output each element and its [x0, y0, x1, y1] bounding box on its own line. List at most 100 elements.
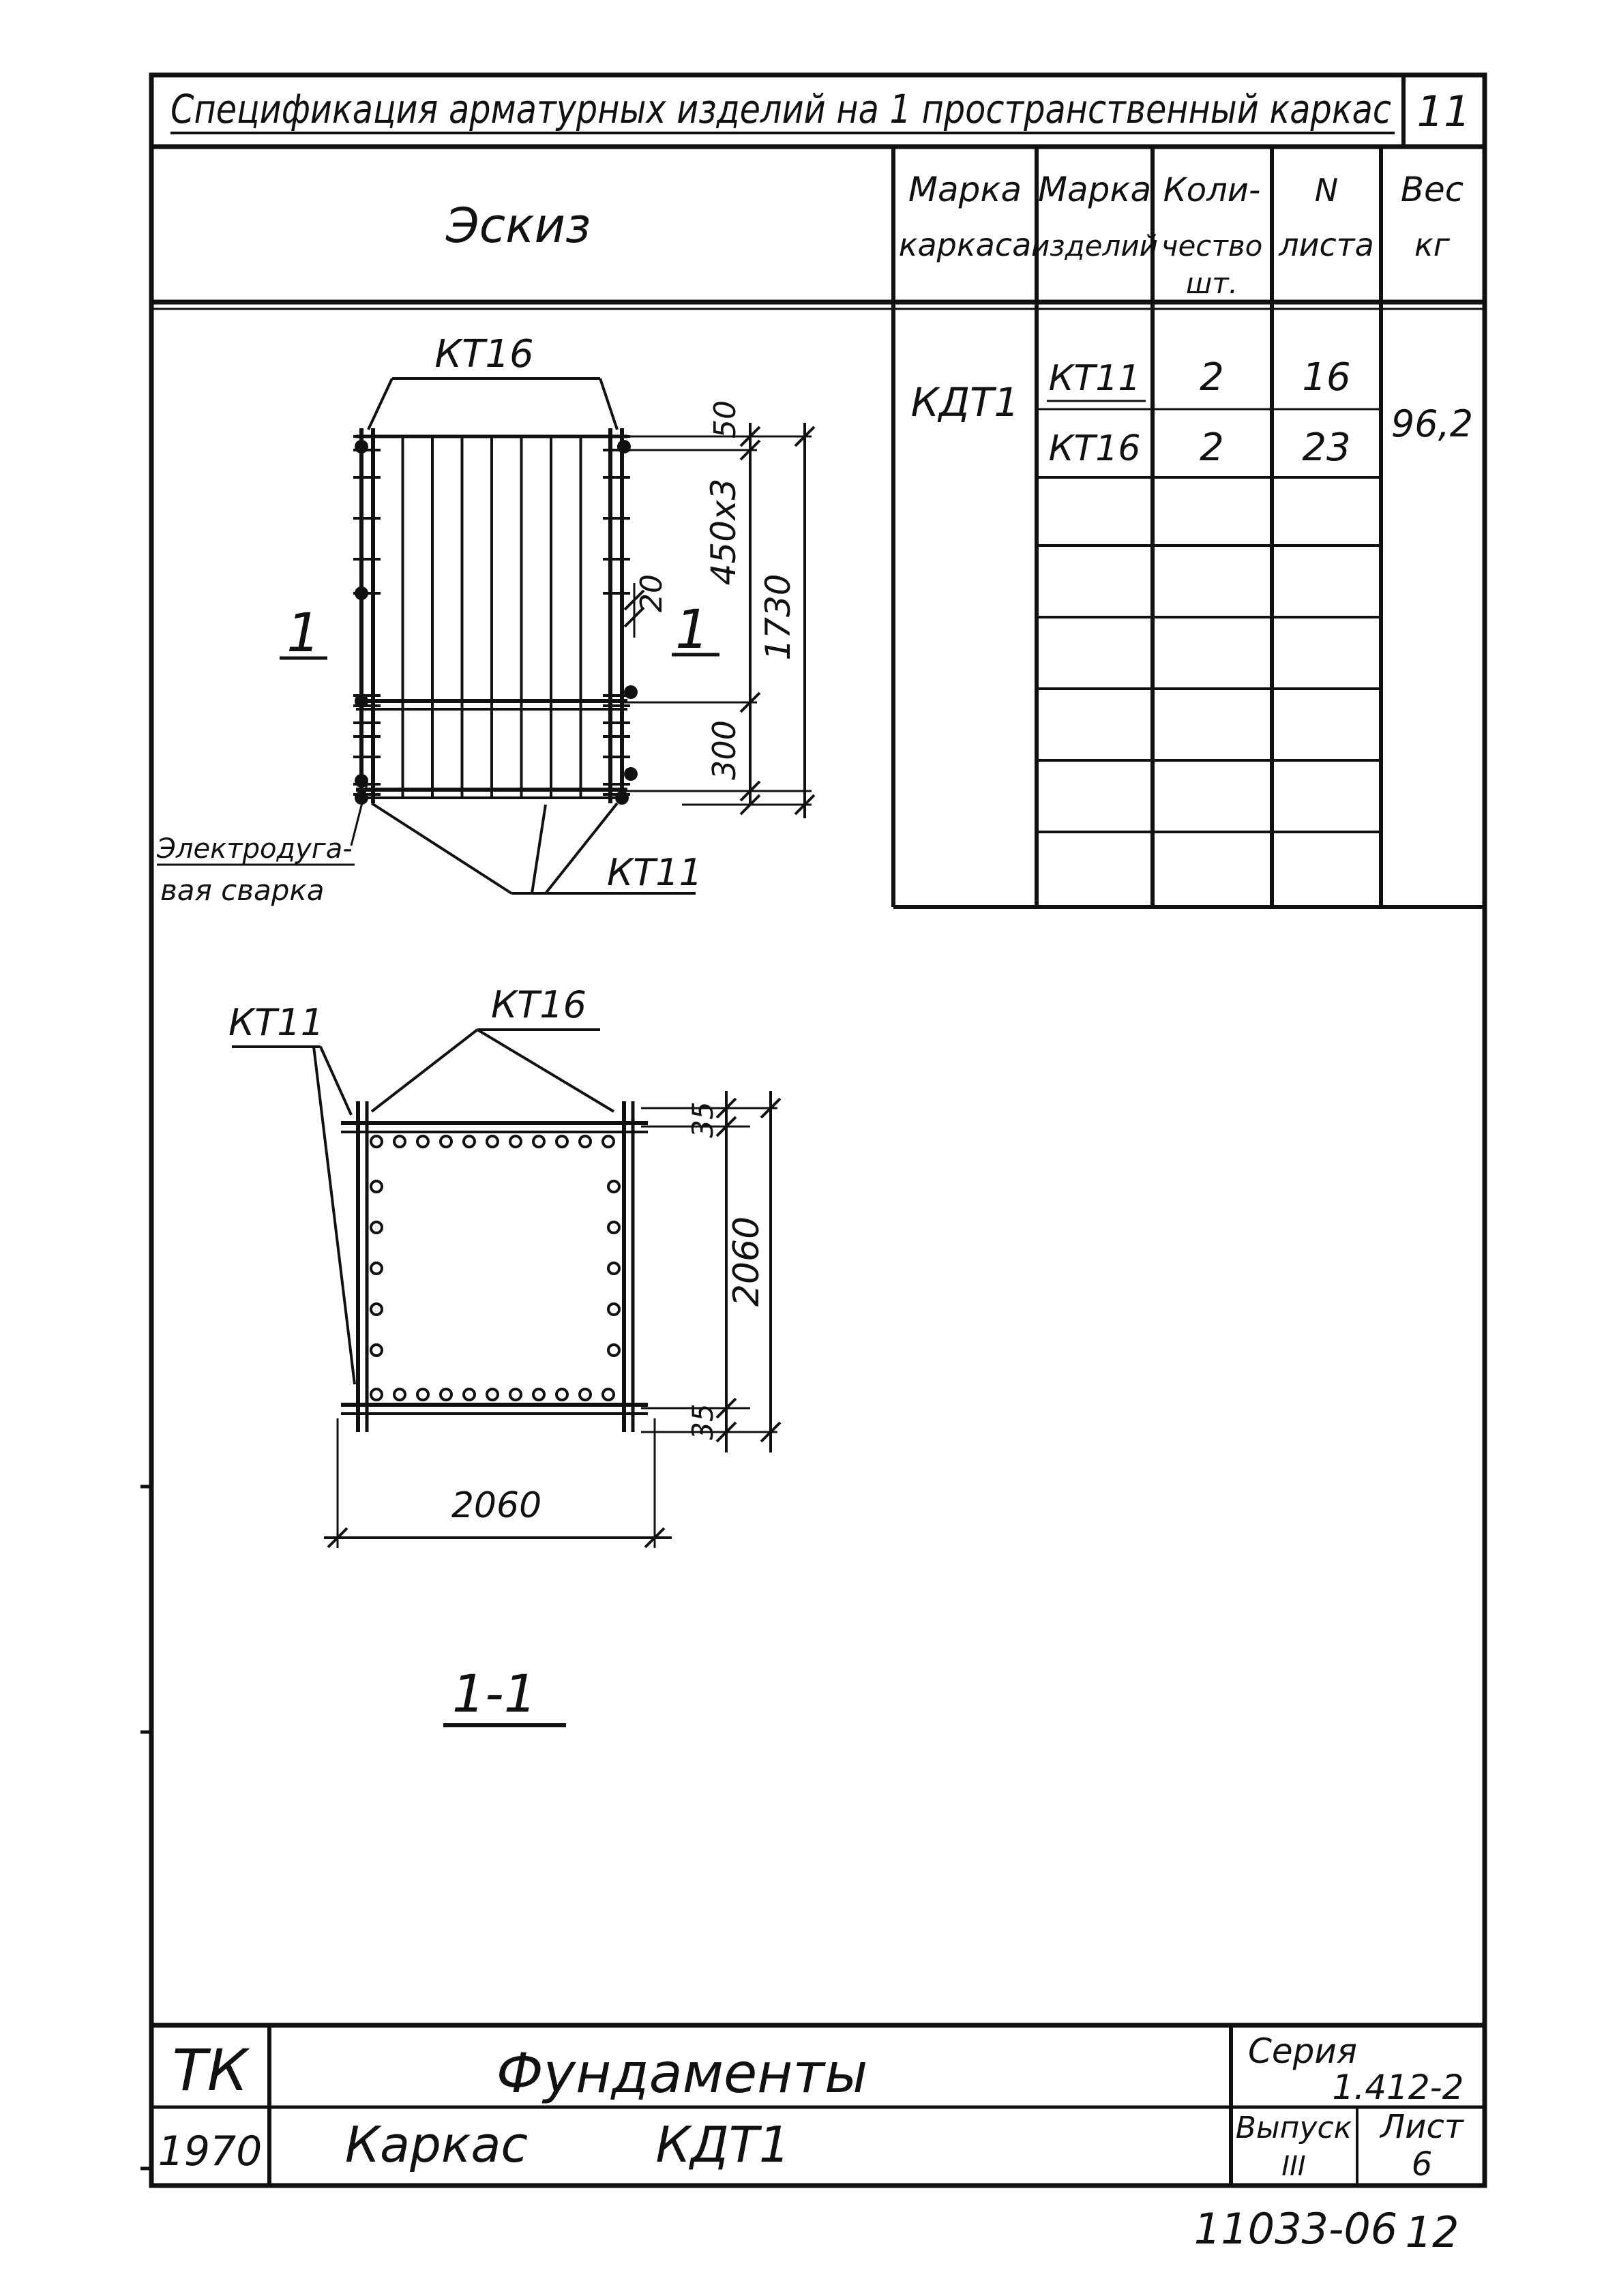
leader-kt11-a: [370, 802, 513, 895]
cell-item-2: КТ16: [1049, 428, 1141, 469]
sec-dim-tick: [760, 1421, 782, 1443]
welding-note-1: Электродуга-: [156, 833, 353, 865]
frame-inner-bars: [401, 436, 582, 798]
cell-item-1: КТ11: [1049, 358, 1141, 399]
leader-kt11-b: [531, 804, 547, 894]
rebar: [370, 1388, 383, 1401]
dim-tick: [739, 794, 761, 816]
rebar: [532, 1135, 546, 1148]
col-sheet-no-1: N: [1315, 172, 1338, 209]
sec-dim-tick: [715, 1116, 737, 1137]
welding-note-2: вая сварка: [160, 874, 324, 907]
elevation-dimensions: 50 450x3 1730 20 300: [623, 400, 816, 818]
section-rebars: [370, 1135, 621, 1401]
col-item-mark-2: изделий: [1031, 229, 1158, 263]
rebar: [486, 1388, 499, 1401]
dim-tick: [739, 780, 761, 802]
weld-dot: [355, 440, 368, 453]
weld-dot: [355, 586, 368, 600]
footer-doc-number: 11033-06: [1194, 2204, 1398, 2254]
dim-tick: [794, 426, 816, 447]
rebar: [555, 1388, 569, 1401]
section-dimensions: 35 2060 35 2060: [324, 1091, 782, 1549]
rebar: [607, 1262, 621, 1275]
rebar: [486, 1135, 499, 1148]
weld-dot: [624, 685, 638, 699]
col-quantity-2: чество: [1161, 229, 1263, 263]
header-page-number: 11: [1417, 87, 1471, 136]
sec-dim-tick: [760, 1097, 782, 1119]
dim-tick: [623, 589, 645, 611]
sec-dim-width-text: 2060: [451, 1485, 541, 1526]
col-frame-mark-2: каркаса: [899, 226, 1032, 263]
tb-series-label: Серия: [1248, 2031, 1357, 2071]
tb-year: 1970: [158, 2128, 263, 2175]
col-weight-1: Вес: [1401, 170, 1464, 209]
col-sheet-no-2: листа: [1278, 226, 1374, 263]
cell-weight: 96,2: [1391, 402, 1473, 445]
dim-small-text: 20: [634, 574, 669, 612]
tb-sheet-label: Лист: [1379, 2108, 1465, 2146]
sec-dim-height-text: 2060: [726, 1217, 767, 1307]
dim-overall-text: 1730: [758, 573, 798, 660]
rebar: [416, 1388, 430, 1401]
rebar: [370, 1302, 383, 1316]
rebar: [509, 1135, 522, 1148]
dim-tick: [739, 439, 761, 461]
rebar: [607, 1302, 621, 1316]
table-row: КТ16 2 23: [1049, 426, 1351, 470]
rebar: [439, 1135, 453, 1148]
rebar: [578, 1388, 592, 1401]
rebar: [370, 1180, 383, 1193]
sec-leader-kt16-a: [370, 1028, 479, 1113]
rebar: [532, 1388, 546, 1401]
section-marker-left: 1: [286, 603, 321, 664]
tb-issue-value: III: [1281, 2151, 1305, 2182]
rebar: [607, 1180, 621, 1193]
header-title: Спецификация арматурных изделий на 1 про…: [170, 86, 1391, 132]
rebar: [462, 1135, 476, 1148]
rebar: [370, 1343, 383, 1357]
dim-tick: [739, 691, 761, 713]
leader-kt16-right: [599, 378, 619, 430]
sec-leader-kt11-b: [319, 1046, 353, 1116]
sketch-label-kt11: КТ11: [607, 851, 702, 894]
weld-dot: [617, 440, 631, 453]
rebar: [393, 1135, 406, 1148]
weld-dot: [355, 774, 368, 788]
sec-dim-tick: [715, 1421, 737, 1443]
dim-tick: [739, 426, 761, 447]
sec-leader-kt11-a: [312, 1046, 356, 1385]
rebar: [601, 1135, 615, 1148]
rebar: [416, 1135, 430, 1148]
welding-leader: [350, 784, 368, 846]
section-label-kt16: КТ16: [491, 983, 586, 1026]
dim-tick: [794, 794, 816, 816]
tb-org: ТК: [173, 2037, 250, 2104]
sec-leader-kt16-b: [476, 1028, 615, 1113]
rebar: [370, 1262, 383, 1275]
sketch-label-kt16: КТ16: [434, 332, 533, 376]
weld-dot: [615, 791, 629, 805]
section-label-kt11: КТ11: [228, 1001, 324, 1044]
col-sketch-title: Эскиз: [445, 198, 591, 254]
leader-kt11-c: [544, 802, 619, 895]
col-quantity-1: Коли-: [1163, 171, 1261, 209]
tb-series-value: 1.412-2: [1333, 2068, 1464, 2107]
rebar: [439, 1388, 453, 1401]
sec-dim-tick: [715, 1097, 737, 1119]
col-item-mark-1: Марка: [1038, 170, 1151, 209]
rebar: [509, 1388, 522, 1401]
sec-dim-tick: [327, 1527, 348, 1549]
dim-tick: [623, 606, 645, 628]
tb-sheet-value: 6: [1412, 2145, 1433, 2183]
footer-page: 12: [1406, 2207, 1459, 2257]
sheet-frame: [149, 72, 1487, 2188]
cell-qty-1: 2: [1200, 355, 1224, 400]
weld-marks: [353, 435, 638, 805]
rebar: [607, 1221, 621, 1234]
dim-spacing-text: 450x3: [704, 479, 743, 586]
rebar: [370, 1221, 383, 1234]
sec-dim-ticks: [327, 1097, 782, 1549]
cell-frame-mark: КДТ1: [911, 379, 1020, 426]
